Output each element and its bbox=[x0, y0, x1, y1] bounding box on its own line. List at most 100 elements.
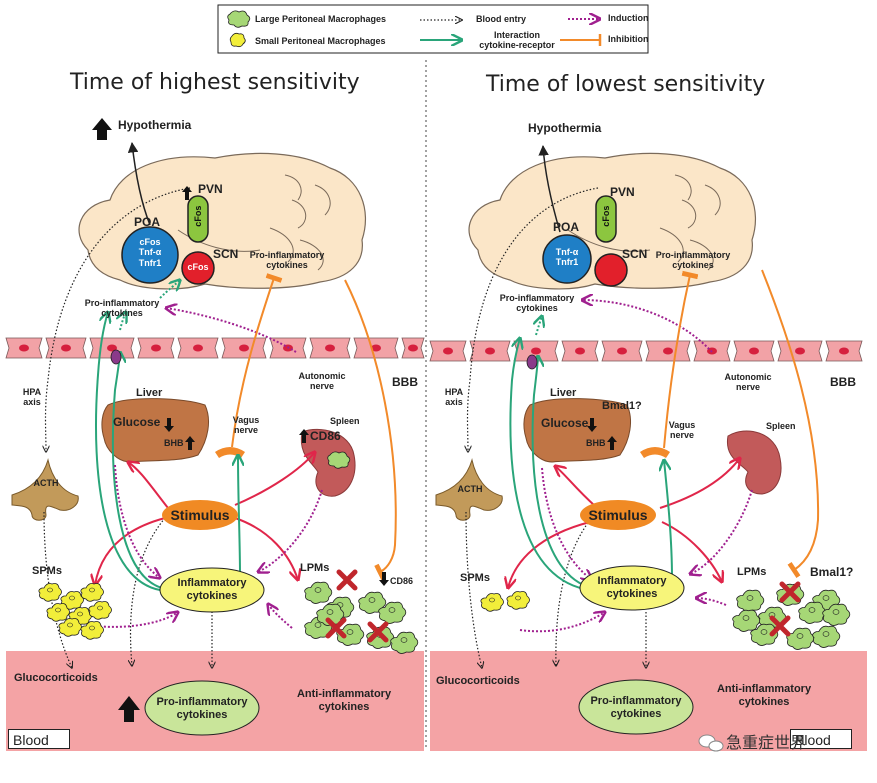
cell-nucleus bbox=[443, 347, 453, 355]
glucose-down-arrow-right bbox=[587, 418, 597, 432]
large-macrophage-nucleus bbox=[368, 597, 376, 603]
cell-nucleus bbox=[485, 347, 495, 355]
vagus-ending-right bbox=[640, 447, 670, 458]
pvn-label-right: PVN bbox=[610, 185, 635, 199]
scn-nucleus-left bbox=[181, 251, 215, 285]
vagus-ending-left bbox=[215, 447, 245, 458]
large-macrophage-nucleus bbox=[832, 609, 840, 615]
pro-inflam-brain-label-left: Pro-inflammatory cytokines bbox=[249, 250, 325, 271]
bmal-lpm-label-right: Bmal1? bbox=[810, 565, 854, 579]
blood-tag-left: Blood bbox=[8, 729, 70, 749]
pro-inflam-blood-label-left: Pro-inflammatory cytokines bbox=[156, 696, 248, 721]
poa-nucleus-right bbox=[542, 234, 592, 284]
small-macrophage bbox=[480, 593, 504, 612]
cell-nucleus bbox=[239, 344, 249, 352]
large-macrophage bbox=[736, 589, 765, 612]
large-macrophage-nucleus bbox=[388, 607, 396, 613]
spleen-label-left: Spleen bbox=[330, 416, 360, 426]
arrows-right bbox=[466, 144, 820, 668]
inflammatory-cytokines-ellipse-left bbox=[159, 567, 265, 613]
stimulus-ellipse-left bbox=[162, 500, 238, 530]
stimulus-ellipse-right bbox=[580, 500, 656, 530]
depletion-cross-icon bbox=[769, 615, 791, 637]
bbb-immune-cell-left bbox=[110, 349, 122, 365]
pro-inflam-bbb-label-left: Pro-inflammatory cytokines bbox=[84, 298, 160, 319]
cell-nucleus bbox=[61, 344, 71, 352]
small-macrophage bbox=[58, 618, 82, 637]
bbb-row-left bbox=[5, 337, 425, 359]
cell-nucleus bbox=[193, 344, 203, 352]
small-macrophage-nucleus bbox=[515, 595, 521, 601]
small-macrophage bbox=[38, 583, 62, 602]
large-macrophage bbox=[798, 601, 827, 624]
small-macrophage-nucleus bbox=[55, 607, 61, 613]
legend-large-macrophage-icon bbox=[227, 10, 251, 28]
cd86-spleen-up-arrow-left bbox=[299, 429, 309, 443]
liver-left bbox=[101, 398, 209, 463]
small-macrophage-nucleus bbox=[67, 622, 73, 628]
watermark-label: 急重症世界 bbox=[726, 733, 807, 752]
poa-markers-left: cFos Tnf-α Tnfr1 bbox=[138, 237, 162, 268]
depletion-cross-icon bbox=[336, 569, 358, 591]
autonomic-nerve-label-left: Autonomic nerve bbox=[298, 371, 346, 392]
hpa-axis-label-right: HPA axis bbox=[444, 387, 464, 408]
small-macrophage bbox=[88, 601, 112, 620]
anti-inflam-blood-label-left: Anti-inflammatory cytokines bbox=[296, 688, 392, 713]
cell-nucleus bbox=[795, 347, 805, 355]
cell-nucleus bbox=[325, 344, 335, 352]
hypothermia-label-right: Hypothermia bbox=[528, 121, 602, 135]
small-macrophage-nucleus bbox=[97, 605, 103, 611]
spms-label-right: SPMs bbox=[460, 572, 490, 584]
poa-label-left: POA bbox=[134, 215, 161, 229]
spm-cluster-right bbox=[480, 591, 530, 612]
hypothermia-label-left: Hypothermia bbox=[118, 118, 192, 132]
large-macrophage bbox=[822, 603, 851, 626]
scn-nucleus-right bbox=[594, 253, 628, 287]
acth-gland-left bbox=[11, 458, 79, 521]
bhb-label-right: BHB bbox=[586, 438, 606, 448]
large-macrophage-nucleus bbox=[796, 633, 804, 639]
small-macrophage-nucleus bbox=[47, 587, 53, 593]
spms-label-left: SPMs bbox=[32, 565, 62, 577]
cell-nucleus bbox=[151, 344, 161, 352]
bbb-label-right: BBB bbox=[830, 375, 856, 389]
small-macrophage-nucleus bbox=[489, 597, 495, 603]
pvn-up-arrow-left bbox=[182, 186, 192, 200]
lpms-label-left: LPMs bbox=[300, 562, 330, 574]
bhb-label-left: BHB bbox=[164, 438, 184, 448]
glucose-label-right: Glucose bbox=[541, 416, 589, 430]
autonomic-nerve-label-right: Autonomic nerve bbox=[724, 372, 772, 393]
pvn-cfos-right bbox=[595, 195, 617, 243]
cell-nucleus bbox=[408, 344, 418, 352]
blood-tag-right: Blood bbox=[790, 729, 852, 749]
cfos-pvn-label-right: cFos bbox=[600, 205, 611, 227]
lpm-cluster-right bbox=[732, 581, 851, 650]
large-macrophage bbox=[390, 631, 419, 654]
title-left: Time of highest sensitivity bbox=[70, 70, 360, 95]
pro-inflam-bbb-label-right: Pro-inflammatory cytokines bbox=[499, 293, 575, 314]
small-macrophage bbox=[506, 591, 530, 610]
glucocorticoids-label-left: Glucocorticoids bbox=[14, 672, 98, 684]
anti-inflam-blood-label-right: Anti-inflammatory cytokines bbox=[716, 683, 812, 708]
poa-label-right: POA bbox=[553, 220, 580, 234]
pro-inflam-blood-label-right: Pro-inflammatory cytokines bbox=[590, 695, 682, 720]
bmal-liver-label-right: Bmal1? bbox=[602, 400, 642, 412]
depletion-cross-icon bbox=[325, 617, 347, 639]
small-macrophage-nucleus bbox=[69, 595, 75, 601]
small-macrophage-nucleus bbox=[89, 625, 95, 631]
cfos-scn-label-left: cFos bbox=[187, 262, 209, 272]
hpa-axis-label-left: HPA axis bbox=[22, 387, 42, 408]
spm-cluster-left bbox=[38, 583, 112, 640]
inflammatory-cytokines-label-right: Inflammatory cytokines bbox=[597, 575, 667, 600]
large-macrophage bbox=[378, 601, 407, 624]
stimulus-label-left: Stimulus bbox=[170, 507, 230, 523]
spleen-left bbox=[300, 428, 356, 497]
poa-nucleus-left bbox=[121, 226, 179, 284]
cfos-pvn-label-left: cFos bbox=[192, 205, 203, 227]
pvn-label-left: PVN bbox=[198, 182, 223, 196]
inflammatory-cytokines-ellipse-right bbox=[579, 565, 685, 611]
glucose-label-left: Glucose bbox=[113, 415, 161, 429]
cd86-lpm-label-left: CD86 bbox=[390, 576, 414, 586]
